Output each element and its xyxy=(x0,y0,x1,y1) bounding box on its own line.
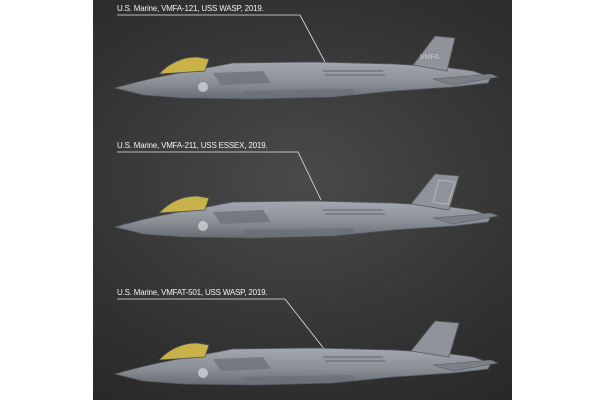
variant-1-aircraft-profile: VMFA xyxy=(113,35,500,100)
svg-text:VMFA: VMFA xyxy=(420,54,439,61)
variant-2-aircraft-profile xyxy=(113,173,500,239)
left-margin xyxy=(0,0,93,400)
variant-3-aircraft-profile xyxy=(113,320,500,386)
variant-1-caption: U.S. Marine, VMFA-121, USS WASP, 2019. xyxy=(117,4,264,13)
right-margin xyxy=(512,0,600,400)
variant-2-caption: U.S. Marine, VMFA-211, USS ESSEX, 2019. xyxy=(117,141,268,150)
variant-3-caption: U.S. Marine, VMFAT-501, USS WASP, 2019. xyxy=(117,288,268,297)
aircraft-profiles: U.S. Marine, VMFA-121, USS WASP, 2019. xyxy=(93,0,512,400)
